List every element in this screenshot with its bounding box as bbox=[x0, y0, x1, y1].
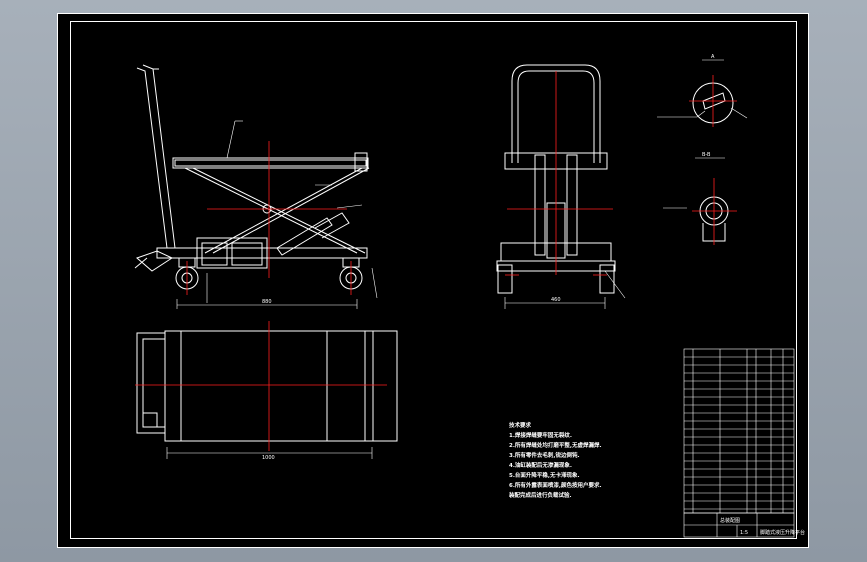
note-line: 1.焊接焊缝要牢固无裂纹. bbox=[509, 431, 572, 439]
note-line: 4.油缸装配后无渗漏现象. bbox=[509, 461, 572, 469]
plan-length-dim: 1000 bbox=[262, 455, 275, 461]
title-block-drawing-name: 脚踏式液压升降平台 bbox=[760, 529, 805, 536]
title-block bbox=[683, 512, 795, 538]
detail-a bbox=[657, 59, 748, 124]
parts-list-table bbox=[683, 348, 795, 514]
outer-border bbox=[57, 13, 809, 548]
side-length-dim: 880 bbox=[262, 299, 272, 305]
section-b-label: B-B bbox=[702, 152, 711, 158]
title-block-scale: 1:5 bbox=[740, 530, 748, 536]
section-b-centerlines bbox=[692, 178, 737, 245]
note-line: 2.所有焊缝处均打磨平整,无虚焊漏焊. bbox=[509, 441, 602, 449]
front-view-centerlines bbox=[505, 71, 613, 276]
drawing-canvas: 880 1000 bbox=[57, 13, 809, 548]
note-line: 装配完成后进行负载试验. bbox=[509, 491, 572, 499]
note-line: 3.所有零件去毛刺,锐边倒钝. bbox=[509, 451, 580, 459]
detail-a-centerlines bbox=[689, 75, 737, 127]
plan-view bbox=[136, 330, 398, 459]
side-elevation-centerlines bbox=[186, 141, 352, 295]
drawing-sheet: 880 1000 bbox=[57, 13, 809, 548]
side-elevation-view bbox=[134, 64, 378, 309]
notes-title: 技术要求 bbox=[509, 421, 532, 429]
plan-view-centerlines bbox=[135, 321, 387, 451]
title-block-company: 总装配图 bbox=[720, 517, 740, 524]
front-width-dim: 460 bbox=[551, 297, 561, 303]
technical-notes: 技术要求 1.焊接焊缝要牢固无裂纹. 2.所有焊缝处均打磨平整,无虚焊漏焊. 3… bbox=[509, 421, 602, 499]
note-line: 5.台面升降平稳,无卡滞现象. bbox=[509, 471, 580, 479]
section-b-view bbox=[663, 157, 729, 242]
detail-a-label: A bbox=[711, 54, 715, 60]
front-view bbox=[496, 64, 626, 309]
inner-border bbox=[70, 21, 797, 539]
note-line: 6.所有外露表面喷漆,颜色按用户要求. bbox=[509, 481, 602, 489]
